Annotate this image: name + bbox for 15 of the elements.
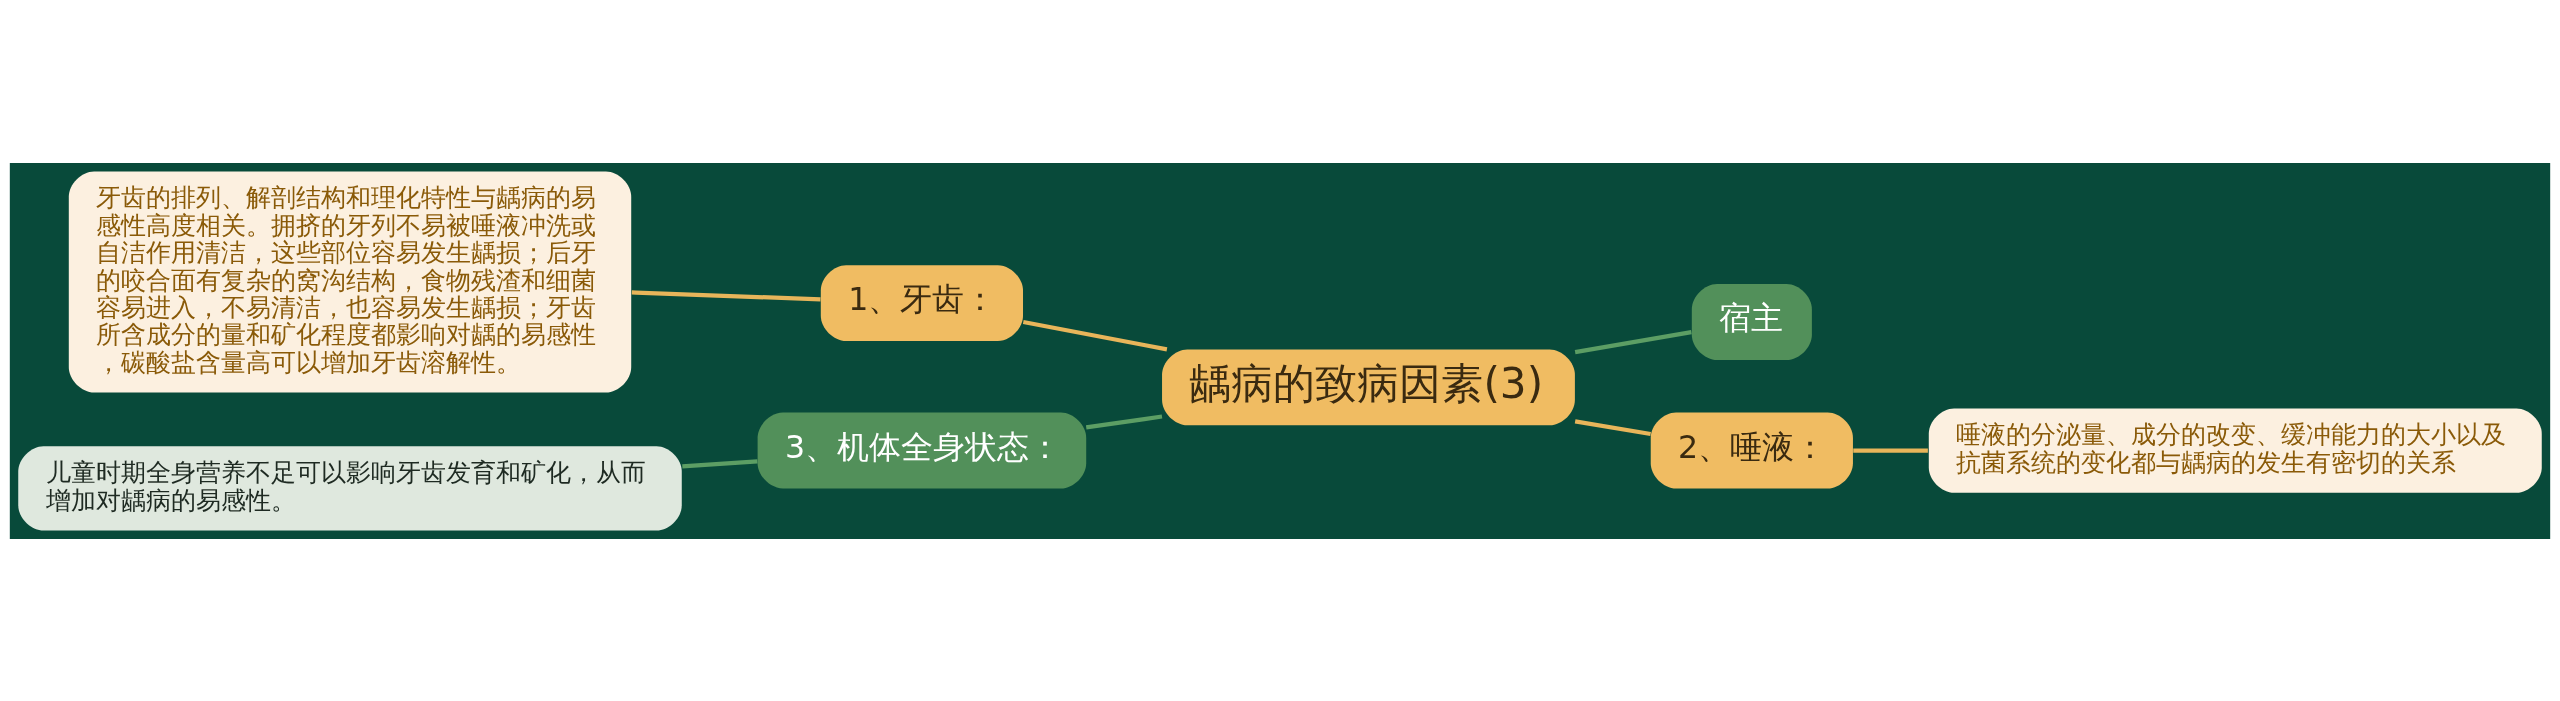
connector <box>1022 319 1168 351</box>
node-box: 2、唾液： <box>1650 412 1853 488</box>
connector <box>1574 329 1692 354</box>
node-box: 龋病的致病因素(3) <box>1162 348 1575 425</box>
connector <box>1085 413 1163 429</box>
connector <box>631 289 821 301</box>
node-box: 儿童时期全身营养不足可以影响牙齿发育和矿化，从而增加对龋病的易感性。 <box>18 445 682 531</box>
node-box: 3、机体全身状态： <box>757 412 1087 488</box>
connector <box>682 458 758 468</box>
connector <box>1574 418 1651 436</box>
connector <box>1853 447 1928 453</box>
node-box: 牙齿的排列、解剖结构和理化特性与龋病的易感性高度相关。拥挤的牙列不易被唾液冲洗或自洁作用清洁，这些部位容易发生龋损；后牙的咬合面有复杂的窝沟结构，食物残渣和细菌容易进入，不易清洁，也容易发生龋损；牙齿所含成分的量和矿化程度都影响对龋的易感性，碳酸盐含量高可以增加牙齿溶解性。 <box>68 170 632 393</box>
node-box: 1、牙齿： <box>820 264 1023 341</box>
node-box: 宿主 <box>1691 283 1812 360</box>
node-box: 唾液的分泌量、成分的改变、缓冲能力的大小以及抗菌系统的变化都与龋病的发生有密切的关系 <box>1928 407 2542 493</box>
